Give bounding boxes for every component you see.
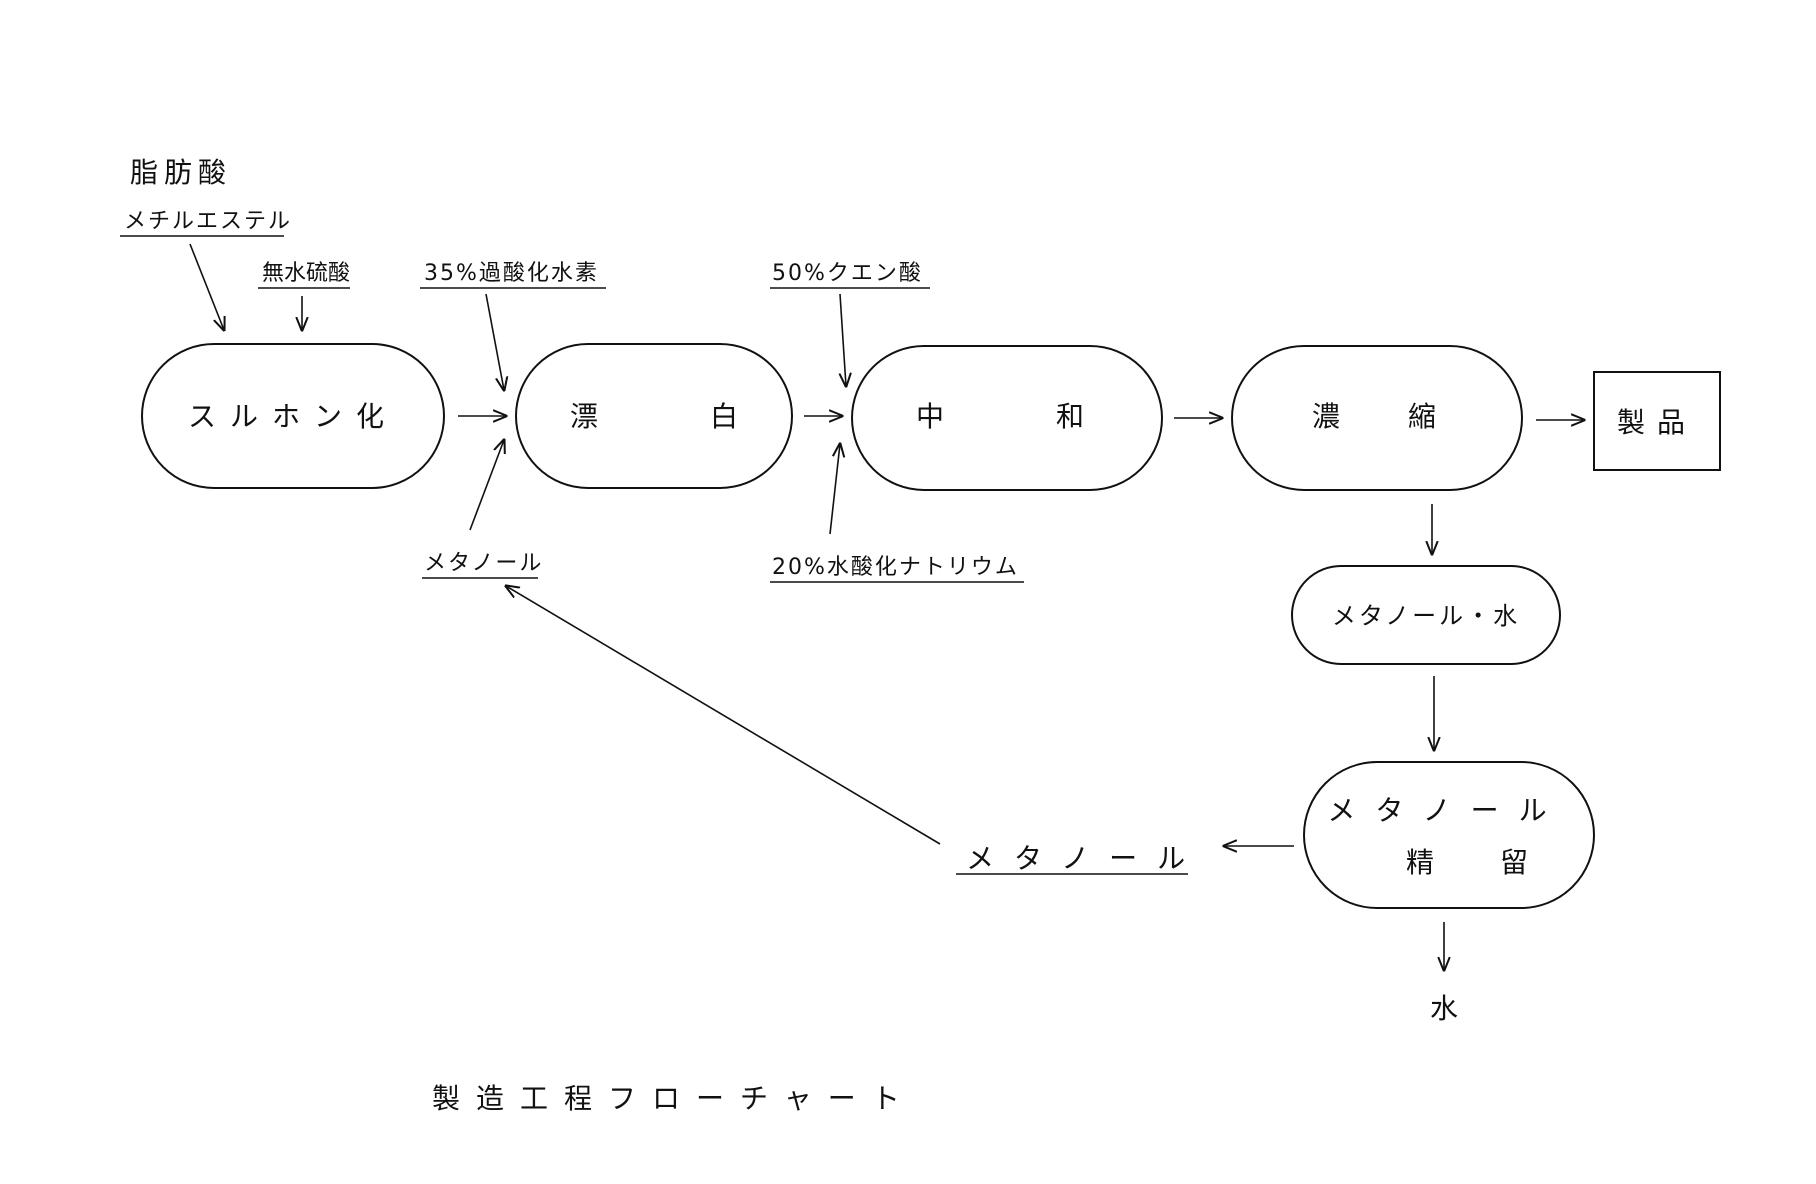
methanol-distillation-node: メタノール 精 留: [1303, 761, 1595, 909]
svg-text:メタノール・水: メタノール・水: [1332, 602, 1520, 630]
arrow-peroxide-to-bleaching: [485, 293, 504, 390]
svg-text:留: 留: [1500, 846, 1528, 879]
chart-caption: 製造工程フローチャート: [432, 1082, 916, 1115]
citric-acid-label: 50%クエン酸: [772, 261, 923, 286]
product-node: 製品: [1593, 371, 1721, 471]
hydrogen-peroxide-label: 35%過酸化水素: [424, 261, 599, 286]
svg-text:和: 和: [1056, 400, 1084, 433]
bleaching-node: 漂 白: [515, 343, 793, 489]
svg-text:スルホン化: スルホン化: [188, 400, 398, 433]
svg-text:中: 中: [916, 400, 944, 433]
neutralization-node: 中 和: [851, 345, 1163, 491]
sodium-hydroxide-label: 20%水酸化ナトリウム: [772, 555, 1019, 580]
arrow-ester-to-sulfonation: [189, 243, 224, 330]
arrow-naoh-to-neutralization: [829, 444, 840, 535]
svg-text:製品: 製品: [1617, 406, 1697, 439]
arrow-methanol-recycle: [506, 586, 941, 845]
svg-text:漂: 漂: [570, 400, 598, 433]
methanol-water-node: メタノール・水: [1291, 565, 1561, 665]
sulfuric-anhydride-label: 無水硫酸: [262, 261, 350, 286]
methanol-feed-label: メタノール: [424, 551, 543, 576]
arrow-citric-to-neutralization: [840, 293, 846, 386]
sulfonation-node: スルホン化: [141, 343, 445, 489]
fatty-acid-label: 脂肪酸: [130, 156, 232, 189]
water-output-label: 水: [1430, 992, 1458, 1025]
recovered-methanol-label: メタノール: [966, 842, 1205, 875]
methyl-ester-label: メチルエステル: [124, 209, 292, 234]
svg-text:濃: 濃: [1312, 400, 1340, 433]
svg-text:縮: 縮: [1408, 400, 1436, 433]
arrow-methanol-to-bleaching: [469, 440, 504, 531]
svg-text:精: 精: [1406, 846, 1434, 879]
svg-text:メタノール: メタノール: [1327, 794, 1566, 827]
svg-text:白: 白: [710, 400, 738, 433]
concentration-node: 濃 縮: [1231, 345, 1523, 491]
